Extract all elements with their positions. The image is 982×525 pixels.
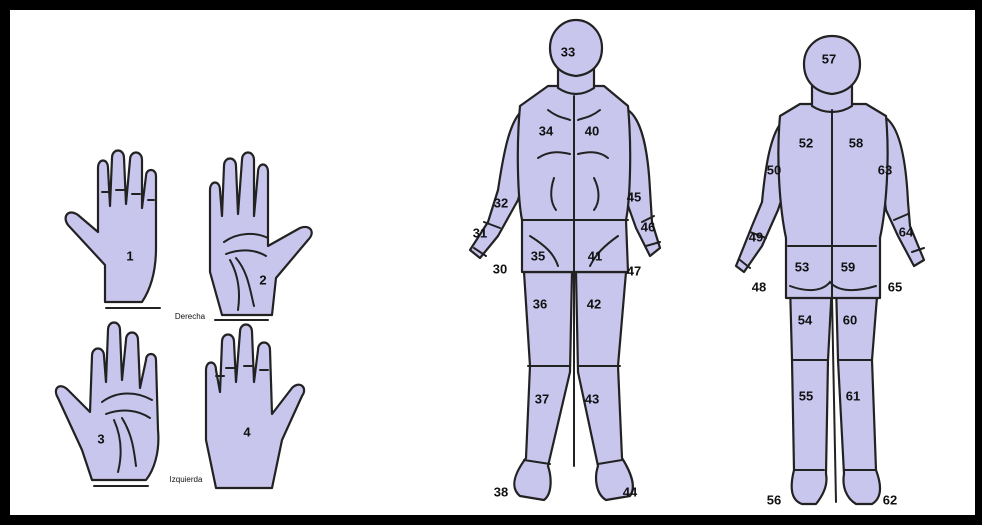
region-label: 32 [494,195,508,210]
region-label: 59 [841,259,855,274]
region-label: 62 [883,492,897,507]
region-label: 34 [539,123,554,138]
diagram-panel: 1 2 3 4 Derecha Izquierda [10,10,975,515]
region-label: 42 [587,296,601,311]
region-label: 54 [798,312,813,327]
region-label: 63 [878,162,892,177]
region-label: 41 [588,248,602,263]
hand-1-right-back [66,151,160,309]
region-label: 30 [493,261,507,276]
region-label: 50 [767,162,781,177]
region-label: 57 [822,51,836,66]
caption-right-hand: Derecha [175,312,206,321]
region-label: 55 [799,388,813,403]
region-label: 48 [752,279,766,294]
region-label: 46 [641,219,655,234]
region-label: 65 [888,279,902,294]
region-label: 64 [899,224,914,239]
hand-3-left-palm [56,323,158,487]
region-label: 4 [243,424,251,439]
hand-2-right-palm [210,153,312,321]
region-label: 40 [585,123,599,138]
region-label: 31 [473,225,487,240]
caption-left-hand: Izquierda [170,475,203,484]
region-label: 1 [126,248,133,263]
region-label: 3 [97,431,104,446]
front-body-figure [470,20,660,500]
region-label: 45 [627,189,641,204]
region-label: 2 [259,272,266,287]
region-label: 37 [535,391,549,406]
hand-4-left-back [206,325,304,489]
region-label: 35 [531,248,545,263]
region-label: 43 [585,391,599,406]
region-label: 61 [846,388,860,403]
region-label: 58 [849,135,863,150]
body-map-diagram: 1 2 3 4 Derecha Izquierda [10,10,975,515]
region-label: 36 [533,296,547,311]
region-label: 52 [799,135,813,150]
region-label: 47 [627,263,641,278]
back-body-figure [736,36,924,504]
region-label: 44 [623,484,638,499]
region-label: 60 [843,312,857,327]
region-label: 53 [795,259,809,274]
region-label: 49 [749,229,763,244]
region-label: 56 [767,492,781,507]
region-label: 33 [561,44,575,59]
region-label: 38 [494,484,508,499]
